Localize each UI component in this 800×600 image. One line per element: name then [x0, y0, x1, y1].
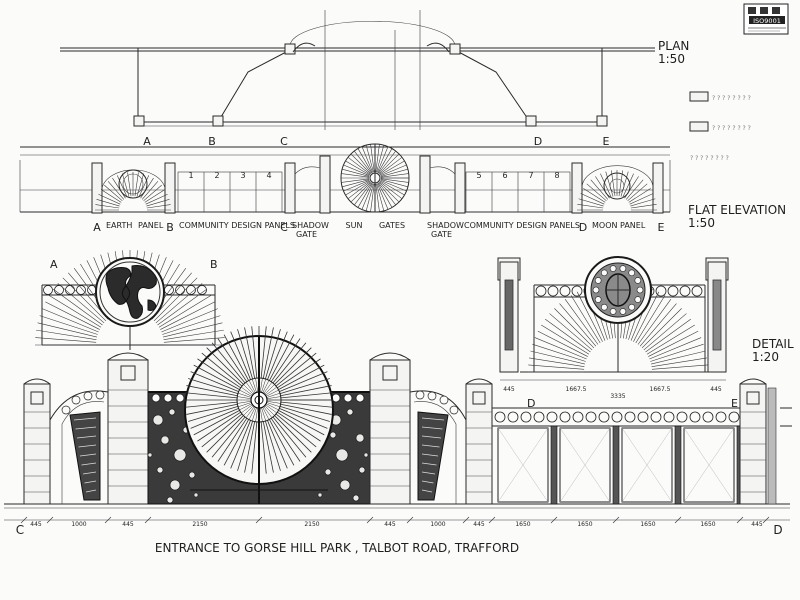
- moon-dim-1: 445: [503, 386, 515, 393]
- gates-label: GATES: [379, 221, 405, 230]
- shadow-gate-label-right-2: GATE: [431, 230, 452, 239]
- elev-marker-b: B: [166, 221, 174, 234]
- left-shadow-panel: [69, 411, 101, 501]
- moon-dim-4: 1667.5: [650, 386, 671, 393]
- sun-label: SUN: [346, 221, 363, 230]
- panel-number-3: 3: [240, 171, 245, 180]
- panel-number-2: 2: [214, 171, 219, 180]
- main-entrance-elevation: D E 445 1000 445 2150 2150 445 1000 445 …: [4, 326, 792, 555]
- iso-certification-logo: ISO9001: [743, 3, 789, 35]
- panel-number-4: 4: [266, 171, 271, 180]
- plan-marker-a: A: [143, 135, 151, 148]
- plan-view: A B C D E PLAN 1:50: [60, 10, 689, 148]
- flat-elevation-scale: 1:50: [688, 216, 715, 230]
- dim-4: 2150: [192, 521, 207, 528]
- logo-text: ISO9001: [753, 17, 781, 25]
- earth-detail-marker-b: B: [210, 258, 218, 271]
- legend-text-2: ? ? ? ? ? ? ? ?: [712, 125, 751, 132]
- dim-1: 445: [30, 521, 42, 528]
- plan-scale: 1:50: [658, 52, 685, 66]
- main-marker-d-top: D: [527, 397, 535, 410]
- shadow-gate-label-left-1: SHADOW: [292, 221, 329, 230]
- panel-number-8: 8: [554, 171, 559, 180]
- right-tall-pier: [369, 359, 411, 505]
- moon-panel-detail: 445 1667.5 3335 1667.5 445 DETAIL 1:20: [497, 256, 794, 400]
- left-curved-gate-frame: [49, 390, 109, 504]
- dim-10: 1650: [577, 521, 592, 528]
- dim-5: 2150: [304, 521, 319, 528]
- right-curved-gate-frame: [409, 390, 467, 504]
- earth-detail-marker-a: A: [50, 258, 58, 271]
- earth-label: EARTH: [106, 221, 132, 230]
- plan-legend: ? ? ? ? ? ? ? ? ? ? ? ? ? ? ? ? ? ? ? ? …: [689, 91, 751, 162]
- plan-marker-d: D: [534, 135, 542, 148]
- dim-2: 1000: [71, 521, 86, 528]
- moon-label: MOON: [592, 221, 617, 230]
- panel-label-2: PANEL: [620, 221, 646, 230]
- globe-landmass: [105, 265, 157, 319]
- plan-marker-c: C: [280, 135, 288, 148]
- legend-swatch-2: [689, 121, 709, 132]
- main-marker-e-top: E: [731, 397, 738, 410]
- drawing-title: ENTRANCE TO GORSE HILL PARK , TALBOT ROA…: [155, 541, 519, 555]
- dim-7: 1000: [430, 521, 445, 528]
- shadow-gate-label-left-2: GATE: [296, 230, 317, 239]
- elev-marker-e: E: [658, 221, 665, 234]
- left-tall-pier: [107, 359, 149, 505]
- dim-3: 445: [122, 521, 134, 528]
- panel-number-5: 5: [476, 171, 481, 180]
- dim-11: 1650: [640, 521, 655, 528]
- panel-number-1: 1: [188, 171, 193, 180]
- dim-9: 1650: [515, 521, 530, 528]
- moon-dim-2: 1667.5: [566, 386, 587, 393]
- dim-12: 1650: [700, 521, 715, 528]
- community-panels-label-right: COMMUNITY DESIGN PANELS: [464, 221, 580, 230]
- detail-scale: 1:20: [752, 350, 779, 364]
- flat-elevation-title: FLAT ELEVATION: [688, 203, 786, 217]
- detail-title: DETAIL: [752, 337, 794, 351]
- elev-marker-d: D: [579, 221, 587, 234]
- elev-marker-a: A: [93, 221, 101, 234]
- legend-text-3: ? ? ? ? ? ? ? ?: [690, 155, 729, 162]
- shadow-gate-label-right-1: SHADOW: [427, 221, 464, 230]
- moon-dim-5: 445: [710, 386, 722, 393]
- dim-6: 445: [384, 521, 396, 528]
- panel-number-7: 7: [528, 171, 533, 180]
- panel-number-6: 6: [502, 171, 507, 180]
- legend-swatch-1: [689, 91, 709, 102]
- earth-panel-detail: A B: [35, 250, 225, 350]
- main-marker-d-bottom: D: [773, 523, 782, 537]
- plan-marker-b: B: [208, 135, 216, 148]
- flat-elevation: 1 2 3 4 5 6 7 8 A EARTH PANEL B COMMUNIT…: [19, 143, 786, 239]
- elev-marker-c: C: [280, 221, 288, 234]
- moon-dim-3: 3335: [610, 393, 625, 400]
- legend-text-1: ? ? ? ? ? ? ? ?: [712, 95, 751, 102]
- plan-title: PLAN: [658, 39, 689, 53]
- dim-8: 445: [473, 521, 485, 528]
- dim-13: 445: [751, 521, 763, 528]
- plan-marker-e: E: [603, 135, 610, 148]
- panel-label-1: PANEL: [138, 221, 164, 230]
- right-shadow-panel: [417, 411, 449, 501]
- main-marker-c: C: [16, 523, 24, 537]
- community-panels-label-left: COMMUNITY DESIGN PANELS: [179, 221, 295, 230]
